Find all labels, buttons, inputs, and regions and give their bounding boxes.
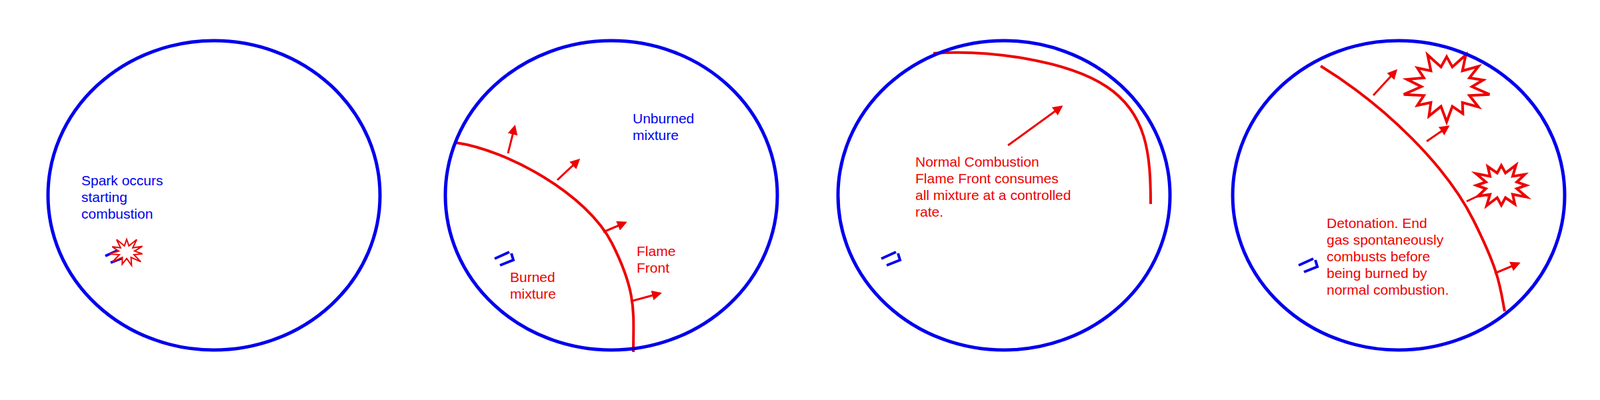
cylinder-circle: Unburned mixtureBurned mixture Flame Fron… xyxy=(443,38,780,352)
flame-label: Flame Front xyxy=(636,242,690,276)
explosion-star xyxy=(1476,165,1527,206)
cylinder-circle: Normal Combustion Flame Front consumes a… xyxy=(836,38,1172,352)
explosion-star xyxy=(1404,54,1490,122)
flame-front xyxy=(456,142,634,352)
cylinder-circle: Spark occurs starting combustion xyxy=(46,38,382,352)
circle-outline xyxy=(1230,38,1567,352)
cylinder-circle: Detonation. End gas spontaneously combus… xyxy=(1230,38,1567,352)
note-text: Detonation. End gas spontaneously combus… xyxy=(1326,214,1454,298)
note-text: Normal Combustion Flame Front consumes a… xyxy=(915,153,1072,220)
spark-plug xyxy=(1298,258,1318,272)
flame-front xyxy=(1320,66,1505,312)
circle-outline xyxy=(443,38,780,352)
region-label: Burned mixture xyxy=(510,268,570,302)
explosion-stars xyxy=(109,54,1527,266)
spark-plug xyxy=(494,252,514,266)
explosion-star xyxy=(109,239,142,266)
region-label: Unburned mixture xyxy=(632,110,706,144)
note-text: Spark occurs starting combustion xyxy=(81,172,175,222)
flame-arrow xyxy=(1008,106,1062,146)
spark-plug xyxy=(881,252,900,266)
